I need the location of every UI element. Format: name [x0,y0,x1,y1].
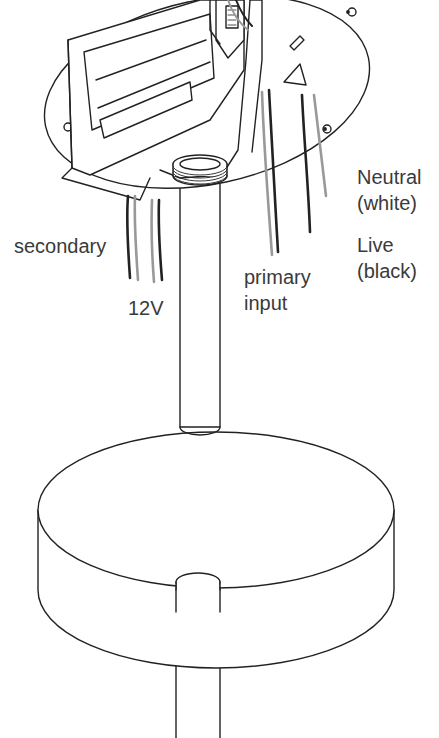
wire-label: Live (black) [357,232,435,284]
thread-line [173,175,227,184]
input-label: primary input [244,264,326,316]
wire-label: Neutral (white) [357,164,435,216]
thread-line [173,172,227,181]
output-label: secondary [14,233,114,259]
voltage-label: 12V [128,295,178,321]
